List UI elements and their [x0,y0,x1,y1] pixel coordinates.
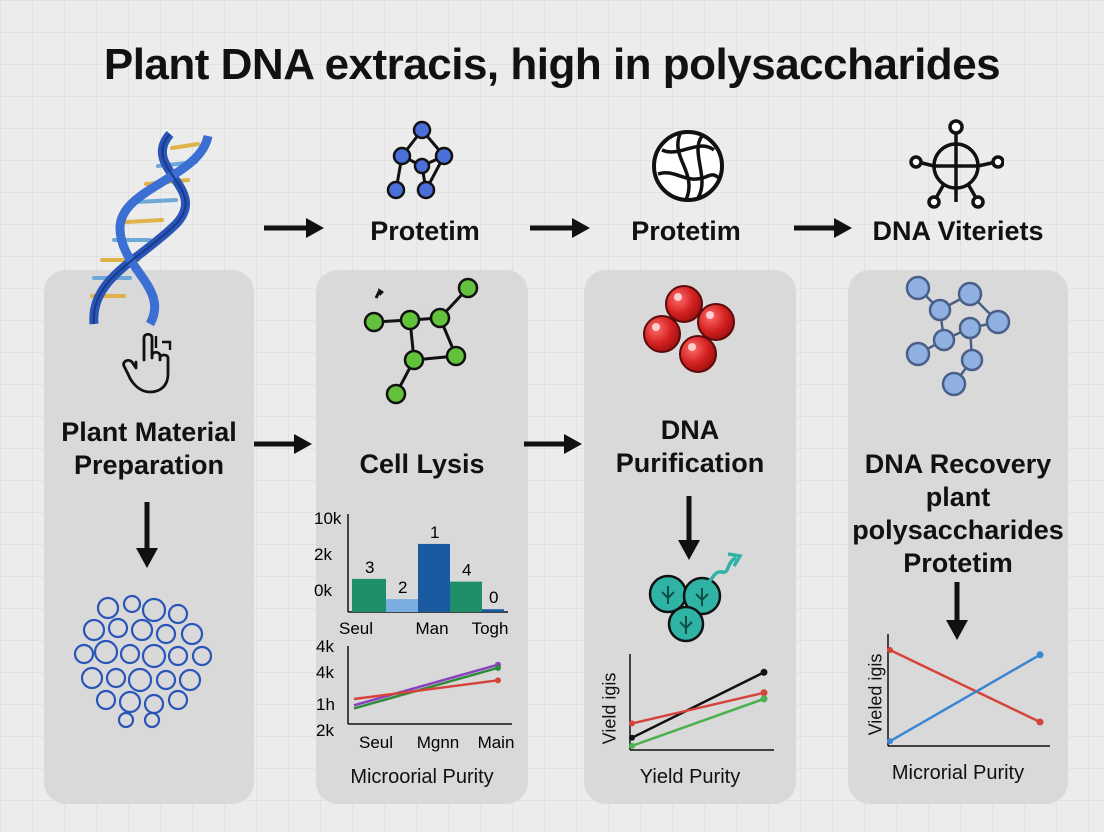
panel-4-label: DNA Recovery plant polysaccharides Prote… [848,448,1068,580]
red-beads-icon [643,285,735,373]
series-line [353,666,499,710]
arrow-down-icon [946,582,968,640]
x-axis-title: Microrial Purity [891,762,1025,784]
data-point [760,689,768,697]
y-tick-label: 1h [316,695,335,714]
series-line [631,691,765,725]
arrow-icon [264,218,324,238]
bar-data-label: 1 [430,523,439,542]
bar-data-label: 4 [462,561,471,580]
page-title: Plant DNA extracis, high in polysacchari… [103,40,1001,89]
series-line [631,671,765,739]
arrow-down-icon [136,502,158,568]
series-line [631,697,765,748]
top-label-dna-viteriets: DNA Viteriets [872,216,1044,246]
panel-4-label-line: DNA Recovery [864,449,1052,479]
x-tick-label: Man [415,619,448,638]
series-line [353,679,499,701]
y-tick-label: 4k [316,637,334,656]
teal-cells-icon [648,552,743,643]
data-point [495,664,501,671]
y-axis-title: Vieled igis [865,653,886,736]
bar [386,599,418,612]
panel-2-label: Cell Lysis [316,448,528,481]
blue-tangle-icon [73,594,213,729]
y-tick-label: 10k [314,509,342,528]
y-tick-label: 2k [314,545,332,564]
data-point [629,720,635,727]
molecule-network-icon [386,120,454,200]
panel-3-label-line: Purification [615,448,765,478]
bar [482,609,504,612]
bar-data-label: 3 [365,558,374,577]
data-point [1036,718,1044,726]
data-point [760,695,768,703]
panel-1-label: Plant Material Preparation [44,416,254,482]
arrow-icon [524,434,582,454]
series-line [353,663,499,707]
y-tick-label: 2k [316,721,334,740]
x-tick-label: Seul [359,733,393,752]
pointing-hand-icon [122,332,172,394]
panel-4-label-line: Protetim [903,548,1013,578]
blue-network-icon [905,275,1011,397]
line-chart-dna-purification [629,654,774,751]
y-tick-label: 4k [316,663,334,682]
x-tick-label: Seul [339,619,373,638]
x-tick-label: Mgnn [417,733,460,752]
hub-icon [909,119,1004,209]
top-label-protetim-2: Protetim [631,216,741,246]
panel-1-label-line: Preparation [73,450,225,480]
bar [450,581,482,612]
panel-4-label-line: polysaccharides [852,515,1064,545]
data-point [760,668,768,676]
y-axis-title: Vield igis [599,672,620,745]
arrow-icon [794,218,852,238]
data-point [629,742,635,749]
bar-data-label: 2 [398,578,407,597]
x-tick-label: Main [478,733,515,752]
data-point [887,647,893,653]
data-point [629,734,635,741]
bar [418,543,450,612]
data-point [887,738,893,745]
arrow-down-icon [678,496,700,560]
x-axis-title: Yield Purity [639,766,741,788]
bar-data-label: 0 [489,588,498,607]
dna-helix-icon [89,131,213,327]
data-point [1036,651,1044,659]
data-point [495,677,501,684]
globe-icon [652,130,724,202]
x-tick-label: Togh [472,619,509,638]
panel-3-label-line: DNA [660,415,720,445]
line-chart-dna-recovery [887,634,1050,747]
x-axis-title: Microorial Purity [350,766,494,788]
panel-1-label-line: Plant Material [61,417,237,447]
bar [352,578,386,612]
y-tick-label: 0k [314,581,332,600]
panel-4-label-line: plant [925,482,991,512]
arrow-icon [530,218,590,238]
panel-3-label: DNA Purification [584,414,796,480]
top-label-protetim-1: Protetim [370,216,480,246]
series-line [889,653,1041,743]
panel-2-label-line: Cell Lysis [359,449,485,479]
series-line [889,648,1041,724]
panel-dna-recovery [848,270,1068,804]
green-molecule-icon [363,277,479,405]
arrow-icon [254,434,312,454]
